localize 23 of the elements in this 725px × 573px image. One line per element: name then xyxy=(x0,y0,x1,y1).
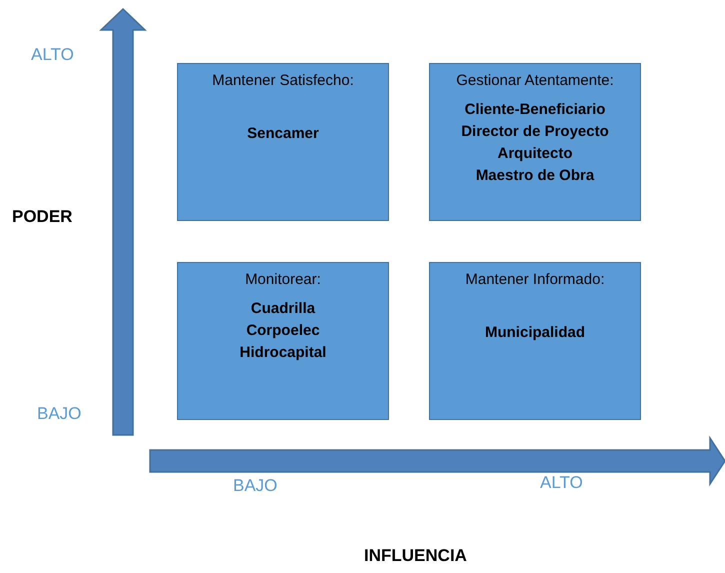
stakeholder-name: Cliente-Beneficiario xyxy=(464,100,606,120)
stakeholder-name: Cuadrilla xyxy=(250,299,316,319)
stakeholder-name: Municipalidad xyxy=(484,323,586,343)
axis-level-label: BAJO xyxy=(233,476,278,496)
stakeholder-name: Arquitecto xyxy=(496,144,574,164)
axis-title: PODER xyxy=(12,207,72,227)
stakeholder-name: Maestro de Obra xyxy=(474,166,596,186)
quadrant-heading: Mantener Informado: xyxy=(464,271,606,288)
quadrant-heading: Gestionar Atentamente: xyxy=(455,72,615,89)
axis-title: INFLUENCIA xyxy=(364,546,467,566)
quadrant-box xyxy=(429,262,641,420)
stakeholder-name: Hidrocapital xyxy=(238,343,328,363)
axis-level-label: BAJO xyxy=(37,404,82,424)
stakeholder-name: Director de Proyecto xyxy=(460,122,610,142)
quadrant-box xyxy=(429,63,641,221)
axis-level-label: ALTO xyxy=(31,45,74,65)
axis-level-label: ALTO xyxy=(540,473,583,493)
quadrant-heading: Mantener Satisfecho: xyxy=(211,72,355,89)
quadrant-box xyxy=(177,262,389,420)
quadrant-heading: Monitorear: xyxy=(244,271,322,288)
stakeholder-name: Corpoelec xyxy=(245,321,321,341)
quadrant-box xyxy=(177,63,389,221)
stakeholder-name: Sencamer xyxy=(246,124,320,144)
